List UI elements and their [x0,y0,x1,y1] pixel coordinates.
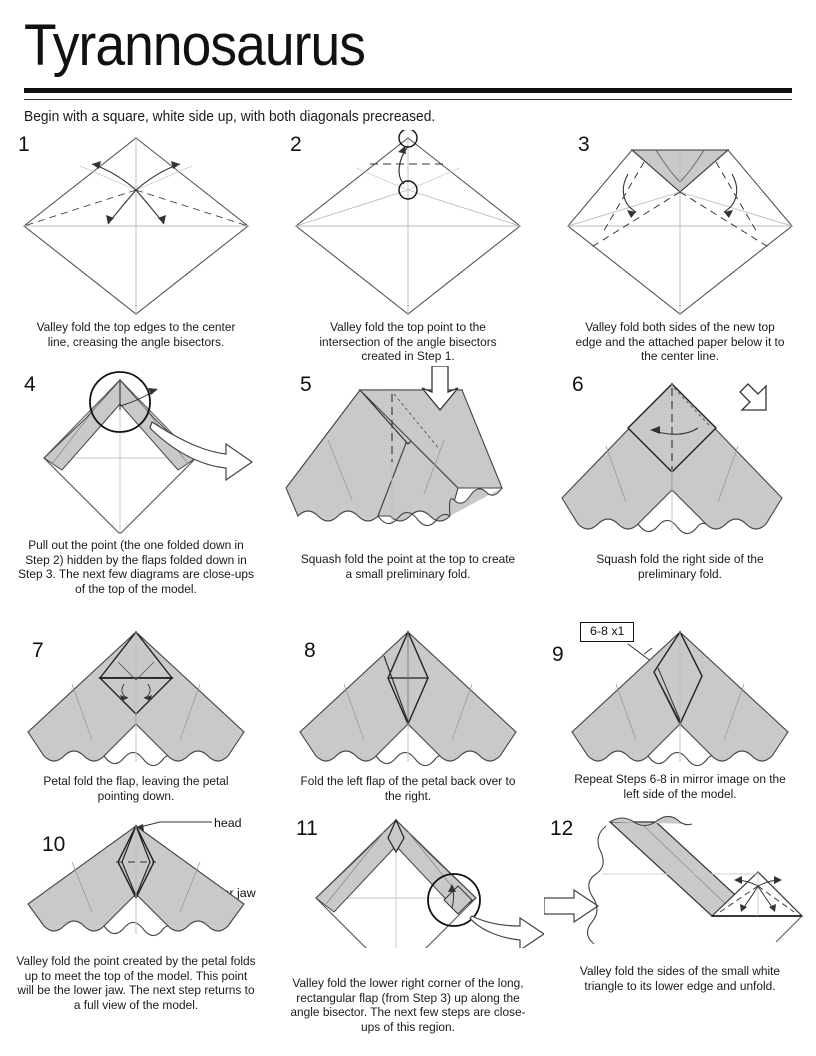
step-4: 4 [0,366,272,596]
step-11: 11 [272,812,544,1034]
step-number: 5 [300,373,312,396]
step-number: 10 [42,833,66,856]
step-5-figure [272,366,544,546]
step-1: 1 [0,130,272,349]
step-caption: Repeat Steps 6-8 in mirror image on the … [574,772,786,801]
step-6: 6 [544,366,816,581]
step-caption: Valley fold the top edges to the center … [36,320,236,349]
step-number: 12 [550,817,574,840]
title-rule-thick [24,88,792,93]
annotation-head: head [214,816,242,830]
step-5: 5 [272,366,544,581]
step-number: 7 [32,639,44,662]
step-number: 11 [296,817,318,840]
step-number: 2 [290,133,302,156]
step-number: 9 [552,643,564,666]
step-row-3: 7 [0,622,816,810]
step-7-figure [0,622,272,768]
step-12: 12 [544,812,816,993]
step-caption: Valley fold the sides of the small white… [579,964,781,993]
step-7: 7 [0,622,272,803]
step-caption: Squash fold the point at the top to crea… [300,552,516,581]
step-caption: Squash fold the right side of the prelim… [596,552,764,581]
repeat-label-box: 6-8 x1 [580,622,635,642]
step-caption: Petal fold the flap, leaving the petal p… [43,774,229,803]
steps-grid: 1 [0,130,816,1042]
step-8: 8 Fold th [272,622,544,803]
step-10-figure [0,812,272,948]
step-2: 2 [272,130,544,364]
step-number: 3 [578,133,590,156]
title-rule-thin [24,99,792,100]
step-9: 9 6-8 x1 [544,622,816,801]
step-12-figure [544,812,816,948]
step-10: 10 head lower jaw [0,812,272,1012]
step-number: 6 [572,373,584,396]
step-caption: Valley fold both sides of the new top ed… [575,320,785,364]
step-1-figure [0,130,272,318]
step-4-figure [0,366,272,534]
step-number: 4 [24,373,36,396]
step-3-figure [544,130,816,318]
step-3: 3 [544,130,816,364]
step-caption: Valley fold the point created by the pet… [16,954,256,1012]
step-number: 8 [304,639,316,662]
step-row-1: 1 [0,130,816,364]
step-6-figure [544,366,816,546]
page-title: Tyrannosaurus [24,13,366,78]
step-row-4: 10 head lower jaw [0,812,816,1042]
step-number: 1 [18,133,30,156]
step-caption: Pull out the point (the one folded down … [18,538,254,596]
intro-text: Begin with a square, white side up, with… [24,109,436,125]
step-caption: Valley fold the top point to the interse… [319,320,497,364]
step-caption: Fold the left flap of the petal back ove… [300,774,516,803]
step-11-figure [272,812,544,948]
step-2-figure [272,130,544,318]
step-caption: Valley fold the lower right corner of th… [290,976,526,1034]
step-8-figure [272,622,544,768]
step-9-figure [544,622,816,768]
step-row-2: 4 [0,366,816,616]
